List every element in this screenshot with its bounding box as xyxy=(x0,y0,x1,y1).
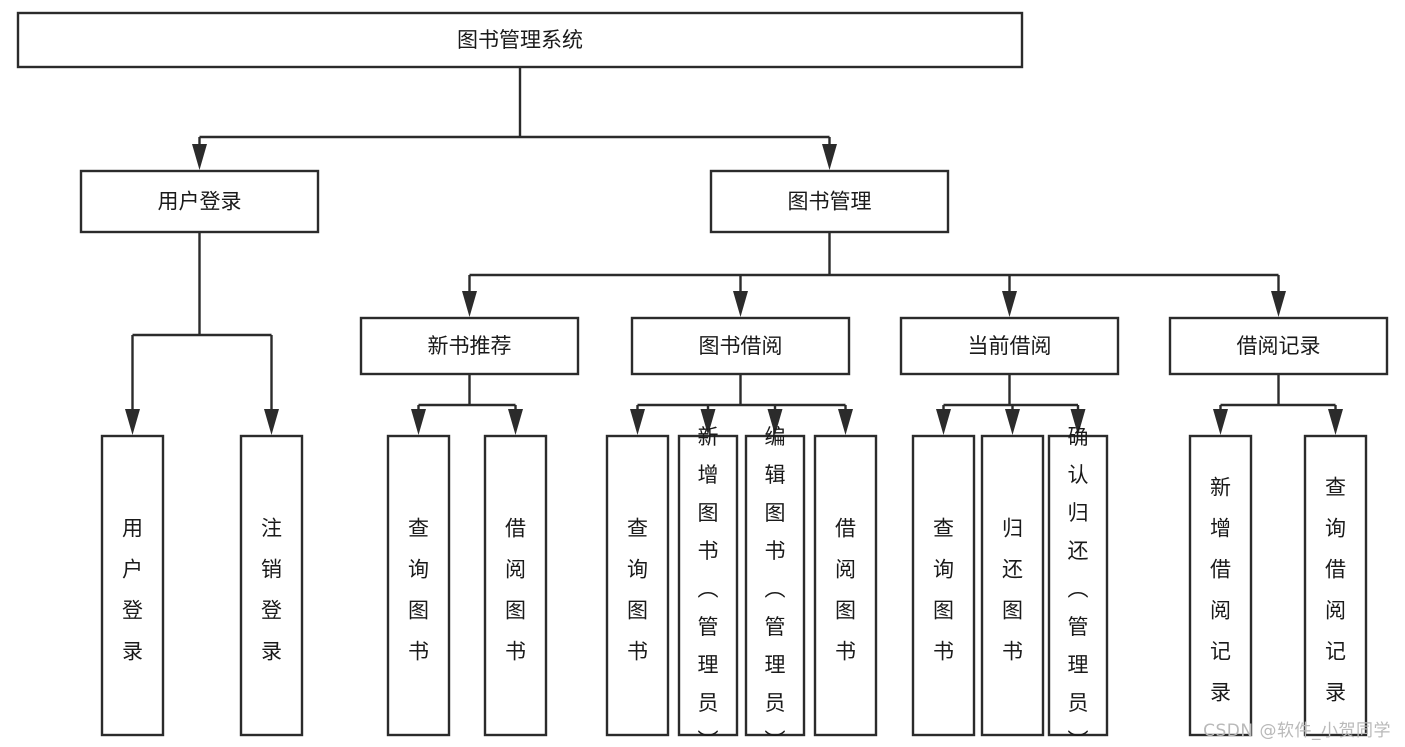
connector-group-l2_0 xyxy=(125,232,279,435)
connector-group-l3_3 xyxy=(1213,374,1343,435)
node-leaf-borrow-book-recommend-label: 借阅图书 xyxy=(505,516,526,663)
node-leaf-add-book-admin-label: 新增图书︵管理员︶ xyxy=(698,425,719,747)
node-leaf-confirm-return-admin[interactable]: 确认归还︵管理员︶ xyxy=(1047,425,1109,747)
connector-group-l3_2 xyxy=(936,374,1086,435)
node-new-book-recommend[interactable]: 新书推荐 xyxy=(359,316,580,376)
node-leaf-confirm-return-admin-box xyxy=(1047,434,1109,737)
csdn-watermark: CSDN @软件_小贺同学 xyxy=(1203,721,1391,741)
node-leaf-return-book-label: 归还图书 xyxy=(1002,516,1023,663)
connector-group-l3_1 xyxy=(630,374,853,435)
node-book-management-label: 图书管理 xyxy=(788,190,872,214)
node-book-management[interactable]: 图书管理 xyxy=(709,169,950,234)
connector-group-l2_1 xyxy=(462,232,1286,317)
node-book-management-system-label: 图书管理系统 xyxy=(457,28,583,52)
node-leaf-user-login-label: 用户登录 xyxy=(122,516,143,663)
node-user-login-label: 用户登录 xyxy=(158,190,242,214)
node-leaf-return-book-box xyxy=(980,434,1045,737)
node-leaf-edit-book-admin-box xyxy=(744,434,806,737)
node-leaf-query-book-recommend[interactable]: 查询图书 xyxy=(386,434,451,737)
connector-group-root xyxy=(192,67,837,170)
node-leaf-query-book-recommend-box xyxy=(386,434,451,737)
node-book-borrow[interactable]: 图书借阅 xyxy=(630,316,851,376)
node-book-management-box xyxy=(709,169,950,234)
node-leaf-query-book-borrow-label: 查询图书 xyxy=(627,516,648,663)
node-leaf-add-book-admin[interactable]: 新增图书︵管理员︶ xyxy=(677,425,739,747)
node-current-borrow[interactable]: 当前借阅 xyxy=(899,316,1120,376)
node-leaf-query-borrow-record-box xyxy=(1303,434,1368,737)
node-book-borrow-label: 图书借阅 xyxy=(699,334,783,358)
node-leaf-query-book-current-label: 查询图书 xyxy=(933,516,954,663)
node-user-login[interactable]: 用户登录 xyxy=(79,169,320,234)
node-leaf-add-borrow-record-box xyxy=(1188,434,1253,737)
node-leaf-add-book-admin-box xyxy=(677,434,739,737)
node-current-borrow-box xyxy=(899,316,1120,376)
node-new-book-recommend-box xyxy=(359,316,580,376)
node-leaf-logout[interactable]: 注销登录 xyxy=(239,434,304,737)
node-book-borrow-box xyxy=(630,316,851,376)
node-leaf-query-borrow-record[interactable]: 查询借阅记录 xyxy=(1303,434,1368,737)
node-current-borrow-label: 当前借阅 xyxy=(968,334,1052,358)
node-layer: 图书管理系统用户登录图书管理新书推荐图书借阅当前借阅借阅记录用户登录注销登录查询… xyxy=(16,11,1389,747)
node-leaf-user-login[interactable]: 用户登录 xyxy=(100,434,165,737)
node-leaf-borrow-book[interactable]: 借阅图书 xyxy=(813,434,878,737)
connector-layer xyxy=(125,67,1343,435)
node-borrow-record-label: 借阅记录 xyxy=(1237,334,1321,358)
node-book-management-system[interactable]: 图书管理系统 xyxy=(16,11,1024,69)
node-borrow-record-box xyxy=(1168,316,1389,376)
node-leaf-edit-book-admin-label: 编辑图书︵管理员︶ xyxy=(765,425,786,747)
node-leaf-user-login-box xyxy=(100,434,165,737)
node-leaf-return-book[interactable]: 归还图书 xyxy=(980,434,1045,737)
node-leaf-logout-label: 注销登录 xyxy=(261,516,282,663)
connector-group-l3_0 xyxy=(411,374,523,435)
node-leaf-query-book-borrow-box xyxy=(605,434,670,737)
node-leaf-add-borrow-record[interactable]: 新增借阅记录 xyxy=(1188,434,1253,737)
node-leaf-add-borrow-record-label: 新增借阅记录 xyxy=(1210,475,1231,704)
node-leaf-logout-box xyxy=(239,434,304,737)
node-leaf-borrow-book-box xyxy=(813,434,878,737)
node-new-book-recommend-label: 新书推荐 xyxy=(428,334,512,358)
node-user-login-box xyxy=(79,169,320,234)
node-leaf-query-borrow-record-label: 查询借阅记录 xyxy=(1325,475,1346,704)
node-leaf-query-book-recommend-label: 查询图书 xyxy=(408,516,429,663)
node-borrow-record[interactable]: 借阅记录 xyxy=(1168,316,1389,376)
node-book-management-system-box xyxy=(16,11,1024,69)
node-leaf-query-book-current[interactable]: 查询图书 xyxy=(911,434,976,737)
node-leaf-borrow-book-recommend-box xyxy=(483,434,548,737)
node-leaf-confirm-return-admin-label: 确认归还︵管理员︶ xyxy=(1068,425,1089,747)
node-leaf-edit-book-admin[interactable]: 编辑图书︵管理员︶ xyxy=(744,425,806,747)
node-leaf-borrow-book-label: 借阅图书 xyxy=(835,516,856,663)
node-leaf-query-book-borrow[interactable]: 查询图书 xyxy=(605,434,670,737)
node-leaf-borrow-book-recommend[interactable]: 借阅图书 xyxy=(483,434,548,737)
node-leaf-query-book-current-box xyxy=(911,434,976,737)
